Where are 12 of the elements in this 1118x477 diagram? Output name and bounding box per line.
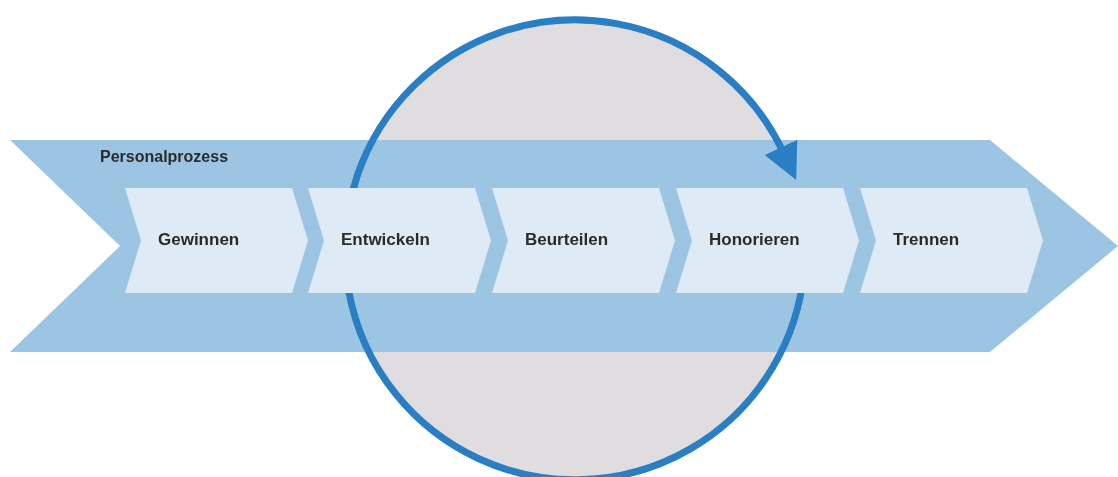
step-label: Beurteilen [525, 230, 609, 250]
chevron-step [860, 188, 1043, 293]
step-label: Honorieren [709, 230, 800, 250]
step-label: Entwickeln [341, 230, 430, 250]
chevron-step [676, 188, 859, 293]
process-title: Personalprozess [100, 148, 229, 166]
chevron-step [492, 188, 675, 293]
step-label: Trennen [893, 230, 960, 250]
step-label: Gewinnen [158, 230, 240, 250]
chevron-step [125, 188, 308, 293]
process-arrow-band [10, 140, 1118, 352]
chevron-step [308, 188, 491, 293]
